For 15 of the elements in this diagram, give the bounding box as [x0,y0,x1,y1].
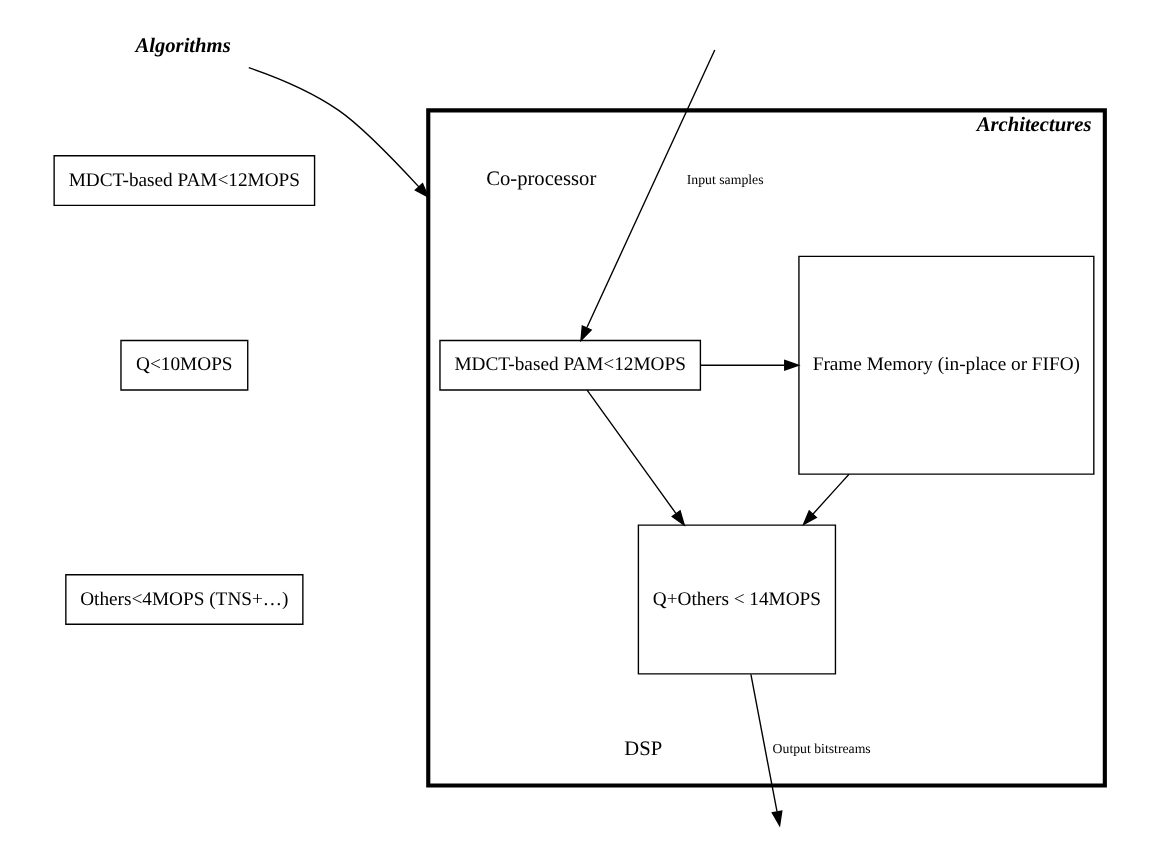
arrow [248,65,430,198]
node-box: MDCT-based PAM<12MOPS [439,338,702,390]
label: Co-processor [486,168,597,191]
label: DSP [624,737,663,760]
node-box: Frame Memory (in-place or FIFO) [798,254,1095,474]
node-box: Q+Others < 14MOPS [637,523,837,674]
arrow [750,672,783,827]
node-text: Algorithms [135,34,231,57]
arrow [699,358,801,371]
node-box: Others<4MOPS (TNS+…) [65,573,304,624]
arrow [802,472,850,526]
arrow [580,48,716,342]
node-box: MDCT-based PAM<12MOPS [53,154,316,206]
node-box: Q<10MOPS [120,338,249,390]
arrow [586,388,686,526]
